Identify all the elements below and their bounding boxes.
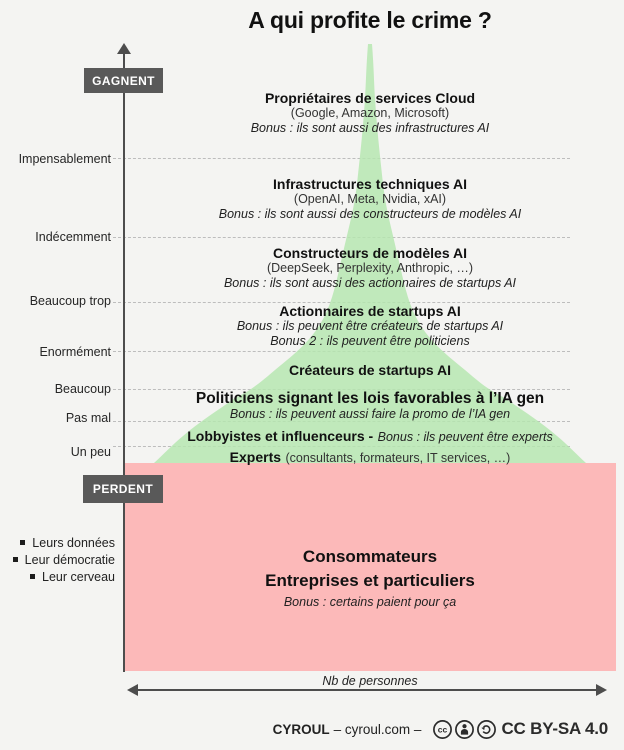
level-bonus: Bonus : ils peuvent être créateurs de st… bbox=[236, 319, 504, 333]
y-axis-line bbox=[123, 52, 125, 672]
level-startup-founders: Créateurs de startups AI bbox=[124, 362, 616, 378]
list-item: Leur démocratie bbox=[0, 552, 115, 569]
level-bonus: Bonus : ils sont aussi des constructeurs… bbox=[218, 207, 522, 221]
level-ai-infrastructures: Infrastructures techniques AI (OpenAI, M… bbox=[124, 176, 616, 222]
losses-list: Leurs données Leur démocratie Leur cerve… bbox=[0, 535, 115, 586]
losers-box: Consommateurs Entreprises et particulier… bbox=[124, 463, 616, 671]
level-title: Infrastructures techniques AI bbox=[273, 176, 467, 192]
loss-label: Leur cerveau bbox=[42, 570, 115, 584]
level-title: Lobbyistes et influenceurs - bbox=[187, 428, 374, 444]
loss-label: Leurs données bbox=[32, 536, 115, 550]
right-arrow-icon bbox=[596, 684, 607, 696]
losers-badge: PERDENT bbox=[83, 475, 163, 503]
left-arrow-icon bbox=[127, 684, 138, 696]
gridline bbox=[113, 158, 570, 159]
license-text: CC BY-SA 4.0 bbox=[501, 719, 608, 738]
losers-bonus: Bonus : certains paient pour ça bbox=[283, 595, 457, 609]
author-name: CYROUL bbox=[272, 721, 330, 737]
level-title: Politiciens signant les lois favorables … bbox=[195, 390, 545, 407]
list-item: Leurs données bbox=[0, 535, 115, 552]
winners-badge: GAGNENT bbox=[84, 68, 163, 93]
gridline bbox=[113, 446, 570, 447]
level-title: Experts bbox=[229, 449, 282, 465]
site-text: – cyroul.com – bbox=[333, 721, 422, 737]
y-tick-label: Beaucoup trop bbox=[29, 294, 111, 308]
level-bonus-2: Bonus 2 : ils peuvent être politiciens bbox=[270, 334, 470, 348]
credits: CYROUL – cyroul.com – cc CC BY-SA 4.0 bbox=[273, 716, 608, 742]
level-title: Actionnaires de startups AI bbox=[279, 303, 461, 319]
y-tick-label: Impensablement bbox=[18, 152, 111, 166]
page-title: A qui profite le crime ? bbox=[248, 7, 492, 33]
losers-line-1: Consommateurs bbox=[302, 547, 438, 566]
level-startup-shareholders: Actionnaires de startups AI Bonus : ils … bbox=[124, 303, 616, 349]
level-bonus: Bonus : ils sont aussi des actionnaires … bbox=[223, 276, 517, 290]
level-examples: (consultants, formateurs, IT services, …… bbox=[285, 451, 511, 465]
svg-text:cc: cc bbox=[438, 724, 448, 734]
level-cloud-providers: Propriétaires de services Cloud (Google,… bbox=[124, 90, 616, 136]
y-tick-label: Pas mal bbox=[65, 411, 111, 425]
bullet-square-icon bbox=[12, 557, 18, 562]
level-bonus: Bonus : ils peuvent aussi faire la promo… bbox=[229, 407, 511, 421]
cc-sa-icon bbox=[477, 719, 497, 739]
cc-by-icon bbox=[455, 719, 475, 739]
level-bonus: Bonus : ils sont aussi des infrastructur… bbox=[250, 121, 490, 135]
x-axis-line bbox=[136, 689, 598, 691]
level-model-builders: Constructeurs de modèles AI (DeepSeek, P… bbox=[124, 245, 616, 291]
x-axis-label: Nb de personnes bbox=[322, 674, 418, 688]
bullet-square-icon bbox=[30, 574, 36, 579]
level-title: Créateurs de startups AI bbox=[288, 362, 452, 378]
cc-icon: cc bbox=[433, 719, 453, 739]
up-arrow-icon bbox=[117, 43, 131, 54]
losers-line-2: Entreprises et particuliers bbox=[265, 571, 475, 590]
y-tick-label: Beaucoup bbox=[54, 382, 111, 396]
level-lobbyists: Lobbyistes et influenceurs - Bonus : ils… bbox=[124, 428, 616, 446]
level-title: Propriétaires de services Cloud bbox=[264, 90, 476, 106]
level-title: Constructeurs de modèles AI bbox=[273, 245, 467, 261]
gridline bbox=[113, 237, 570, 238]
level-examples: (OpenAI, Meta, Nvidia, xAI) bbox=[293, 192, 447, 206]
level-politicians: Politiciens signant les lois favorables … bbox=[124, 390, 616, 422]
level-examples: (DeepSeek, Perplexity, Anthropic, …) bbox=[266, 261, 474, 275]
gridline bbox=[113, 351, 570, 352]
y-tick-label: Indécemment bbox=[35, 230, 111, 244]
list-item: Leur cerveau bbox=[0, 569, 115, 586]
level-experts: Experts (consultants, formateurs, IT ser… bbox=[124, 449, 616, 467]
y-tick-label: Un peu bbox=[70, 445, 111, 459]
level-bonus: Bonus : ils peuvent être experts bbox=[377, 430, 553, 444]
loss-label: Leur démocratie bbox=[24, 553, 115, 567]
bullet-square-icon bbox=[20, 540, 26, 545]
y-tick-label: Enormément bbox=[39, 345, 111, 359]
level-examples: (Google, Amazon, Microsoft) bbox=[290, 106, 450, 120]
cc-license-icons: cc bbox=[431, 719, 497, 740]
